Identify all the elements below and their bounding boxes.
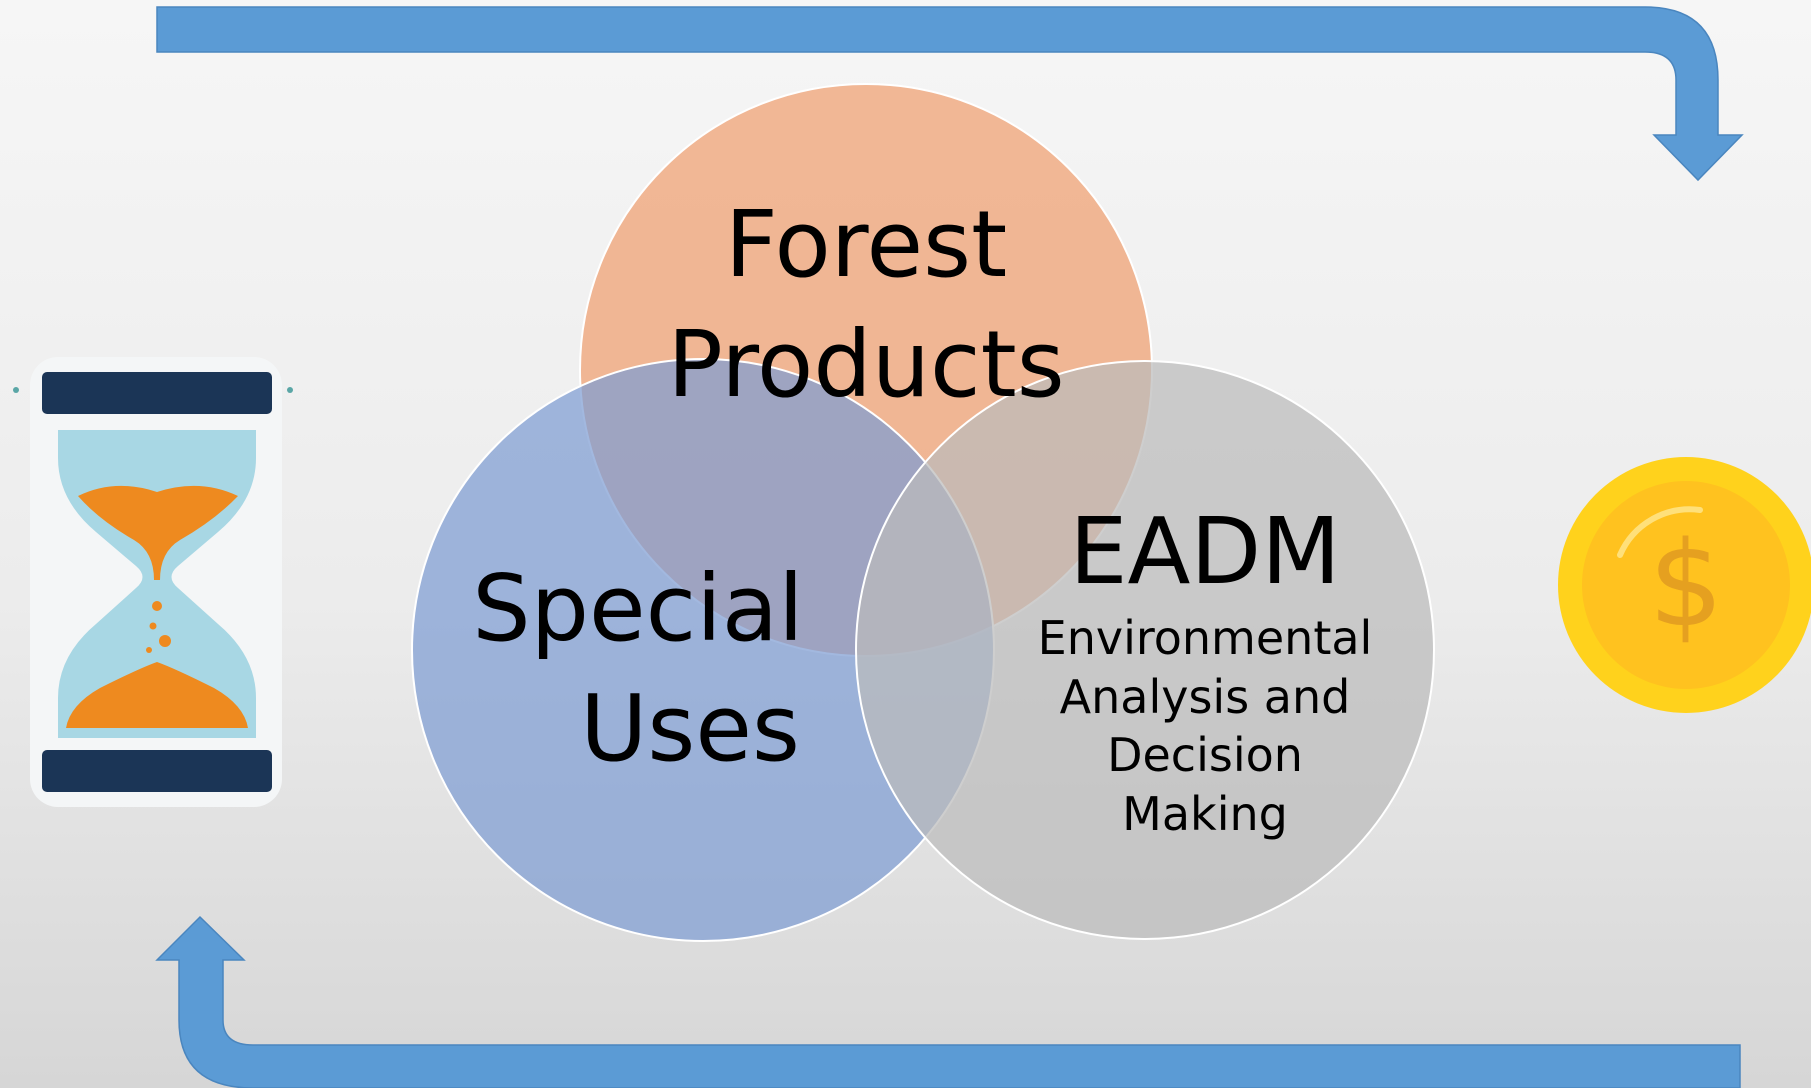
eadm-title: EADM [1069, 498, 1340, 605]
forest-products-label-line1: Forest [725, 191, 1007, 298]
eadm-desc-line3: Decision [1107, 728, 1303, 782]
venn-circle-eadm [855, 360, 1435, 940]
special-uses-label-line2: Uses [580, 675, 800, 782]
eadm-desc-line1: Environmental [1038, 611, 1373, 665]
special-uses-label-line1: Special [472, 555, 803, 662]
bottom-flow-arrow [155, 915, 1741, 1088]
eadm-desc-line4: Making [1122, 787, 1288, 841]
forest-products-label-line2: Products [667, 311, 1064, 418]
dollar-coin-icon: $ [1558, 457, 1811, 713]
dollar-symbol: $ [1648, 515, 1723, 653]
eadm-desc-line2: Analysis and [1060, 670, 1351, 724]
hourglass-icon [13, 357, 293, 807]
top-flow-arrow [156, 6, 1744, 182]
